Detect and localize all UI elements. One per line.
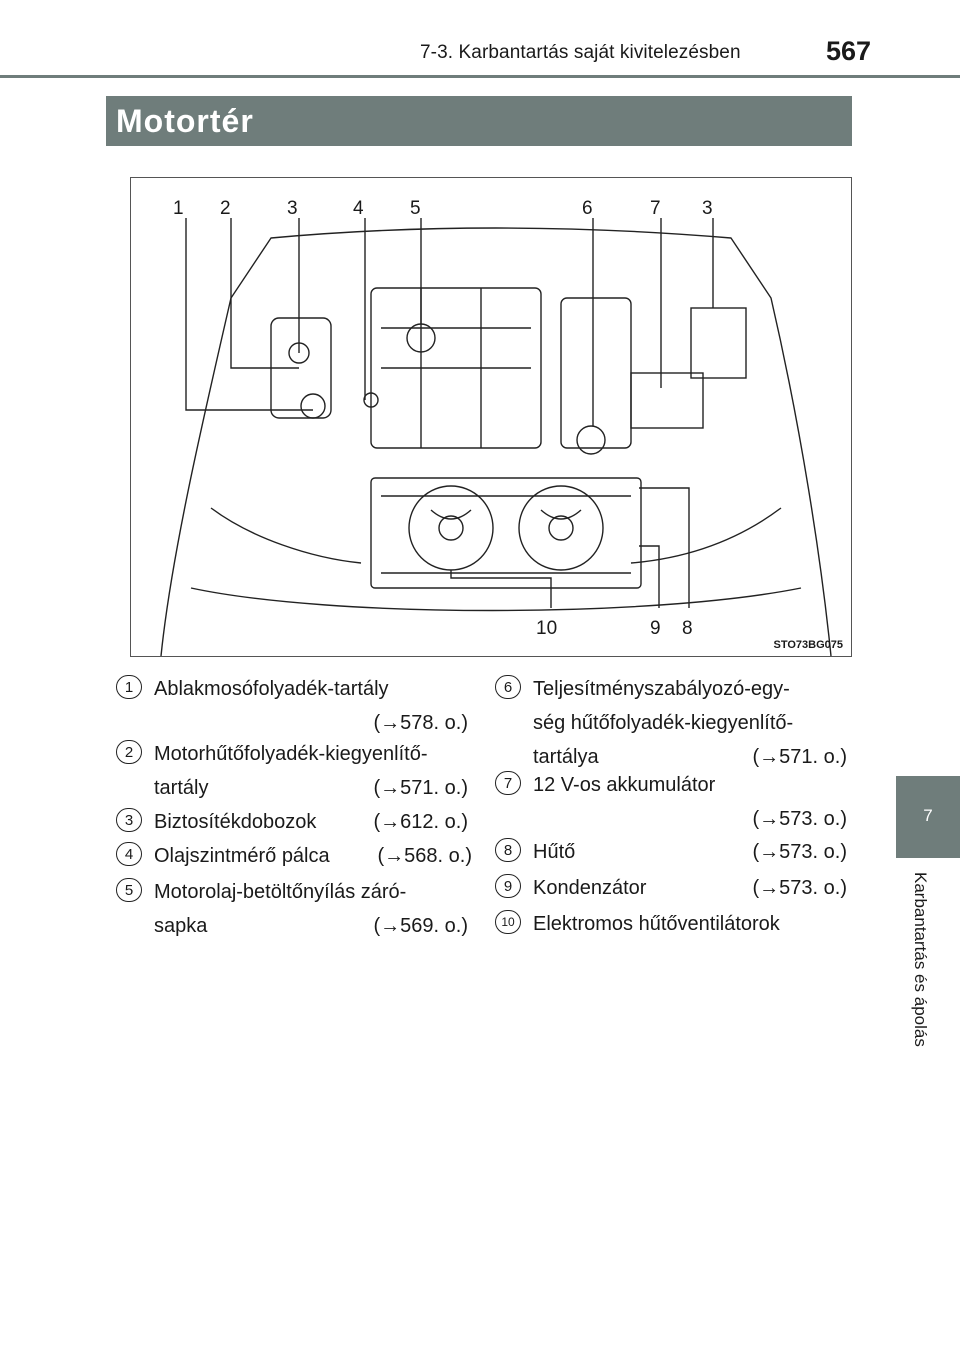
list-item: 6 Teljesítményszabályozó-egy- ség hűtőfo… <box>495 672 847 774</box>
item-label: Biztosítékdobozok <box>154 811 317 833</box>
item-number: 8 <box>495 838 521 862</box>
chapter-label: Karbantartás és ápolás <box>911 872 930 1047</box>
callout-7: 7 <box>650 198 661 219</box>
item-label: Olajszintmérő pálca <box>154 845 330 867</box>
item-number: 2 <box>116 740 142 764</box>
item-label: Ablakmosófolyadék-tartály <box>154 678 389 700</box>
inverter-unit <box>560 297 632 449</box>
list-item: 4 Olajszintmérő pálca (→568. o.) <box>116 839 472 873</box>
item-label-cont: tartály <box>154 777 209 799</box>
item-label-cont: sapka <box>154 915 208 937</box>
item-number: 3 <box>116 808 142 832</box>
item-number: 7 <box>495 771 521 795</box>
item-number: 1 <box>116 675 142 699</box>
running-header: 7-3. Karbantartás saját kivitelezésben <box>420 42 741 63</box>
radiator <box>370 477 642 589</box>
fender-left <box>210 507 362 564</box>
list-item: 7 12 V-os akkumulátor (→573. o.) <box>495 768 847 836</box>
callout-4: 4 <box>353 198 364 219</box>
chapter-number: 7 <box>923 806 933 825</box>
page-reference: (→573. o.) <box>752 808 847 830</box>
figure-code: STO73BG075 <box>773 639 843 651</box>
callout-8: 8 <box>682 618 693 639</box>
list-item: 10 Elektromos hűtőventilátorok <box>495 907 847 941</box>
header-rule <box>0 75 960 78</box>
page-reference: (→612. o.) <box>373 811 468 833</box>
engine-illustration <box>160 218 832 656</box>
fender-right <box>630 507 782 564</box>
item-number: 9 <box>495 874 521 898</box>
item-number: 5 <box>116 878 142 902</box>
list-item: 2 Motorhűtőfolyadék-kiegyenlítő- tartály… <box>116 737 468 805</box>
chapter-tab: 7 <box>896 776 960 858</box>
list-item: 5 Motorolaj-betöltőnyílás záró- sapka (→… <box>116 875 468 943</box>
engine-block <box>370 287 542 449</box>
page-reference: (→569. o.) <box>373 915 468 937</box>
page-reference: (→571. o.) <box>752 746 847 768</box>
body-outline <box>160 227 832 656</box>
list-item: 9 Kondenzátor (→573. o.) <box>495 871 847 905</box>
section-title: Motortér <box>116 103 254 139</box>
page-reference: (→573. o.) <box>752 841 847 863</box>
engine-compartment-figure: 1 2 3 4 5 6 7 3 10 9 8 STO73BG075 <box>130 177 852 657</box>
page-number: 567 <box>826 36 872 66</box>
page-reference: (→571. o.) <box>373 777 468 799</box>
item-label: Teljesítményszabályozó-egy- <box>533 678 790 700</box>
battery <box>630 372 704 429</box>
callout-3: 3 <box>287 198 298 219</box>
list-item: 3 Biztosítékdobozok (→612. o.) <box>116 805 468 839</box>
page-reference: (→573. o.) <box>752 877 847 899</box>
item-number: 4 <box>116 842 142 866</box>
callout-2: 2 <box>220 198 231 219</box>
page-reference: (→568. o.) <box>377 845 472 867</box>
fan-right <box>518 485 604 571</box>
item-label: 12 V-os akkumulátor <box>533 774 716 796</box>
list-item: 1 Ablakmosófolyadék-tartály (→578. o.) <box>116 672 468 740</box>
callout-10: 10 <box>536 618 558 639</box>
item-label: Motorolaj-betöltőnyílás záró- <box>154 881 407 903</box>
item-label: Hűtő <box>533 841 576 863</box>
item-label: Elektromos hűtőventilátorok <box>533 913 780 935</box>
callout-6: 6 <box>582 198 593 219</box>
callout-1: 1 <box>173 198 184 219</box>
callout-3b: 3 <box>702 198 713 219</box>
fan-left <box>408 485 494 571</box>
page-reference: (→578. o.) <box>373 712 468 734</box>
item-label-cont: ség hűtőfolyadék-kiegyenlítő- <box>533 712 794 734</box>
callout-5: 5 <box>410 198 421 219</box>
item-label: Motorhűtőfolyadék-kiegyenlítő- <box>154 743 428 765</box>
list-item: 8 Hűtő (→573. o.) <box>495 835 847 869</box>
item-number: 10 <box>495 910 521 934</box>
item-label: Kondenzátor <box>533 877 647 899</box>
section-title-bar: Motortér <box>106 96 852 146</box>
callout-9: 9 <box>650 618 661 639</box>
fuse-box <box>690 307 747 379</box>
bumper <box>190 587 802 612</box>
item-number: 6 <box>495 675 521 699</box>
item-label-cont: tartálya <box>533 746 599 768</box>
